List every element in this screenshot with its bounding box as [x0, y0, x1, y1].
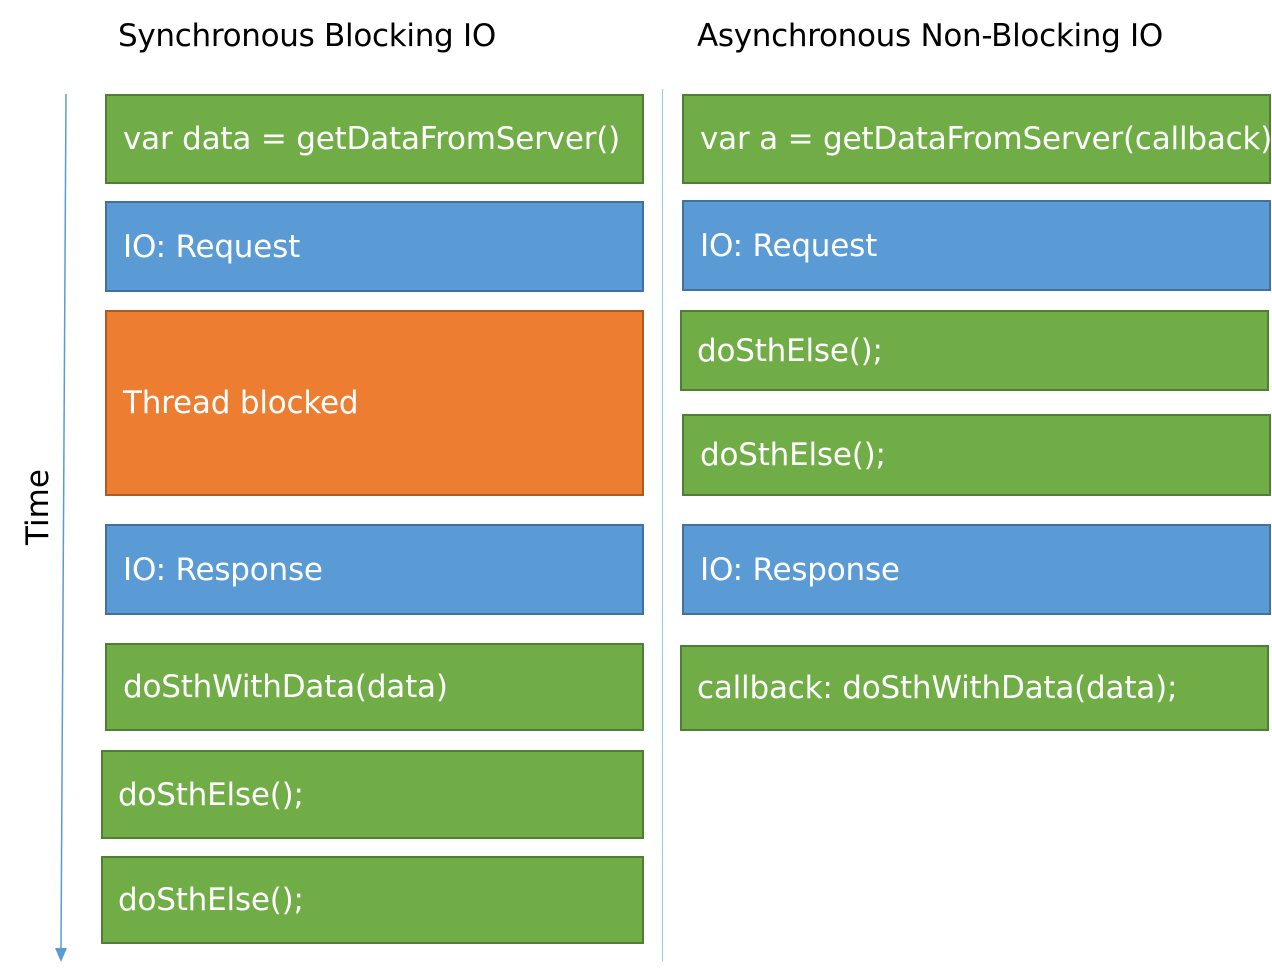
- async-step-get-data: var a = getDataFromServer(callback): [682, 94, 1272, 184]
- async-step-do-else-1: doSthElse();: [680, 310, 1269, 391]
- sync-step-get-data: var data = getDataFromServer(): [105, 94, 644, 184]
- sync-step-thread-blocked: Thread blocked: [105, 310, 644, 496]
- async-step-callback: callback: doSthWithData(data);: [680, 645, 1269, 731]
- time-axis-label: Time: [20, 469, 56, 545]
- sync-step-io-response: IO: Response: [105, 524, 644, 615]
- sync-step-do-else-2: doSthElse();: [101, 856, 644, 944]
- sync-step-do-else-1: doSthElse();: [101, 750, 644, 839]
- async-step-io-response: IO: Response: [682, 524, 1271, 615]
- async-column-title: Asynchronous Non-Blocking IO: [697, 18, 1164, 54]
- sync-column-title: Synchronous Blocking IO: [118, 18, 496, 54]
- time-axis-line: [60, 93, 67, 949]
- time-axis-arrowhead: [55, 948, 67, 962]
- async-step-io-request: IO: Request: [682, 200, 1271, 291]
- async-step-do-else-2: doSthElse();: [682, 414, 1271, 496]
- sync-step-io-request: IO: Request: [105, 201, 644, 292]
- column-divider: [662, 89, 663, 961]
- sync-step-do-with-data: doSthWithData(data): [105, 643, 644, 731]
